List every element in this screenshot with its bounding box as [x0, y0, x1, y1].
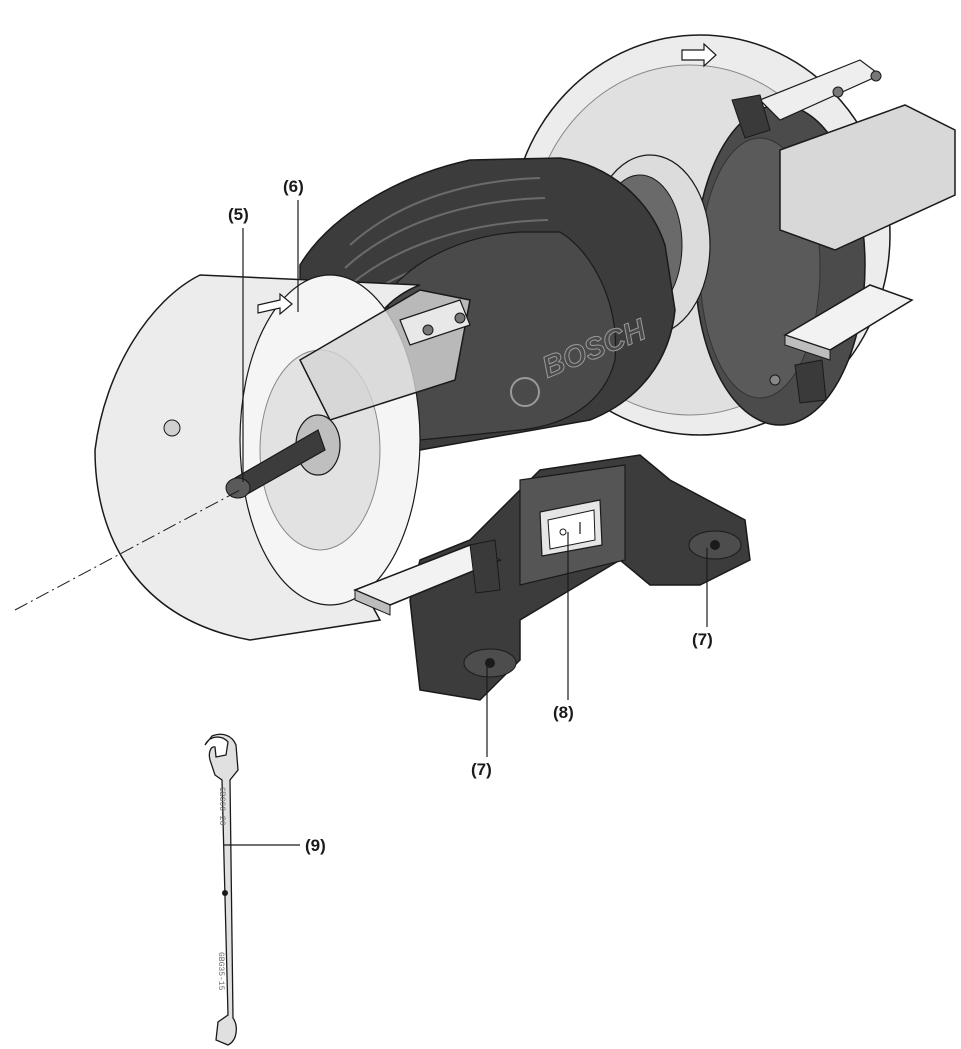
svg-text:(7): (7): [471, 760, 492, 779]
spindle: [225, 414, 341, 499]
callout-9: (9): [224, 836, 326, 855]
foot-pad-right: [688, 530, 742, 560]
left-spark-guard: [299, 289, 471, 421]
svg-text:(9): (9): [305, 836, 326, 855]
foot-pad-left: [463, 648, 517, 678]
callout-7-left: (7): [471, 665, 492, 779]
motor-housing: BOSCH: [299, 157, 676, 451]
right-spark-guard: [731, 59, 956, 251]
svg-text:(7): (7): [692, 630, 713, 649]
wrench: GBG60-20 GBG35-15: [204, 733, 239, 1046]
on-off-switch: [539, 499, 603, 557]
axis-line: [14, 489, 241, 611]
callout-7-right: (7): [692, 548, 713, 649]
callout-6: (6): [283, 177, 304, 312]
svg-text:(5): (5): [228, 205, 249, 224]
left-tool-rest: [353, 539, 502, 616]
right-tool-rest: [769, 284, 914, 404]
svg-text:(6): (6): [283, 177, 304, 196]
brand-emblem-icon: [510, 377, 540, 407]
callout-5: (5): [228, 205, 249, 482]
svg-text:(8): (8): [553, 703, 574, 722]
wrench-engraving-top: GBG60-20: [217, 787, 226, 826]
callout-8: (8): [553, 532, 574, 722]
grinder-base: [409, 454, 751, 701]
wrench-engraving-bottom: GBG35-15: [216, 952, 225, 991]
